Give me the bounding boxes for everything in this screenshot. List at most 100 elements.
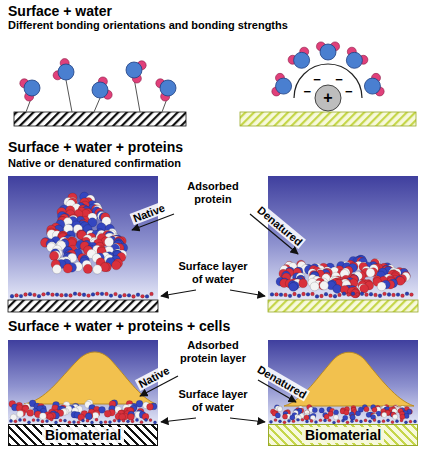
atom: [366, 268, 375, 277]
charged-surface: [240, 112, 416, 126]
atom: [382, 412, 387, 417]
atom: [351, 292, 355, 296]
atom: [311, 292, 315, 296]
atom: [18, 418, 21, 421]
atom: [410, 293, 414, 297]
atom: [372, 414, 377, 419]
atom: [96, 292, 100, 296]
atom: [274, 418, 277, 421]
atom: [83, 264, 92, 273]
bond-line: [66, 80, 72, 112]
subheading: Different bonding orientations and bondi…: [8, 19, 288, 32]
atom: [350, 420, 353, 423]
oxygen-atom: [294, 52, 310, 68]
atom: [364, 419, 367, 422]
atom: [364, 407, 369, 412]
atom: [93, 265, 102, 274]
water-molecule: [364, 73, 384, 96]
heading: Surface + water + proteins: [8, 139, 183, 156]
atom: [400, 419, 403, 422]
atom: [42, 292, 46, 296]
atom: [355, 411, 360, 416]
atom: [91, 293, 95, 297]
leader-arrow: [161, 418, 196, 422]
atom: [69, 294, 73, 298]
atom: [145, 295, 149, 299]
atom: [82, 293, 86, 297]
atom: [277, 406, 282, 411]
atom: [333, 415, 338, 420]
denatured-protein-layer: [270, 404, 412, 420]
hydrophobic-surface: [14, 112, 186, 126]
atom: [123, 293, 127, 297]
charge-sign: −: [335, 73, 343, 86]
oxygen-atom: [320, 44, 336, 60]
atom: [319, 408, 324, 413]
atom: [297, 294, 301, 298]
atom: [324, 414, 329, 419]
atom: [369, 292, 373, 296]
atom: [284, 293, 288, 297]
atom: [49, 251, 58, 260]
atom: [27, 409, 34, 416]
atom: [118, 294, 122, 298]
atom: [86, 419, 89, 422]
atom: [409, 420, 412, 423]
callout-label: Adsorbed protein layer: [173, 339, 253, 365]
atom: [310, 282, 319, 291]
atom: [128, 414, 135, 421]
oxygen-atom: [276, 78, 292, 94]
leader-arrow: [230, 418, 265, 422]
atom: [269, 420, 272, 423]
atom: [32, 419, 35, 422]
hydrophobic-surface: [8, 300, 158, 312]
atom: [81, 419, 84, 422]
atom: [114, 292, 118, 296]
water-molecule: [20, 79, 40, 101]
atom: [289, 282, 298, 291]
atom: [275, 413, 280, 418]
atom: [374, 293, 378, 297]
atom: [113, 419, 116, 422]
atom: [52, 265, 61, 274]
atom: [328, 419, 331, 422]
oxygen-atom: [92, 82, 108, 98]
atom: [320, 294, 324, 298]
charge-sign: +: [323, 90, 332, 106]
atom: [301, 418, 304, 421]
atom: [305, 420, 308, 423]
atom: [150, 292, 154, 296]
atom: [302, 292, 306, 296]
water-molecule: [126, 61, 146, 83]
atom: [109, 294, 113, 298]
atom: [87, 294, 91, 298]
atom: [60, 293, 64, 297]
atom: [299, 279, 308, 288]
atom: [136, 293, 140, 297]
band-label: Biomaterial: [42, 427, 124, 443]
atom: [392, 293, 396, 297]
atom: [319, 419, 322, 422]
water-molecule: [156, 79, 176, 101]
atom: [86, 412, 93, 419]
charge-sign: −: [313, 73, 321, 86]
atom: [333, 409, 338, 414]
atom: [95, 418, 98, 421]
atom: [23, 418, 26, 421]
atom: [342, 292, 346, 296]
atom: [64, 293, 68, 297]
atom: [41, 420, 44, 423]
heading: Surface + water: [8, 3, 112, 20]
atom: [85, 413, 92, 420]
atom: [290, 415, 295, 420]
atom: [149, 418, 152, 421]
oxygen-atom: [364, 78, 380, 94]
atom: [333, 294, 337, 298]
atom: [351, 289, 360, 298]
water-molecule: [53, 59, 74, 80]
atom: [324, 292, 328, 296]
atom: [333, 410, 338, 415]
oxygen-atom: [346, 52, 362, 68]
atom: [344, 410, 349, 415]
